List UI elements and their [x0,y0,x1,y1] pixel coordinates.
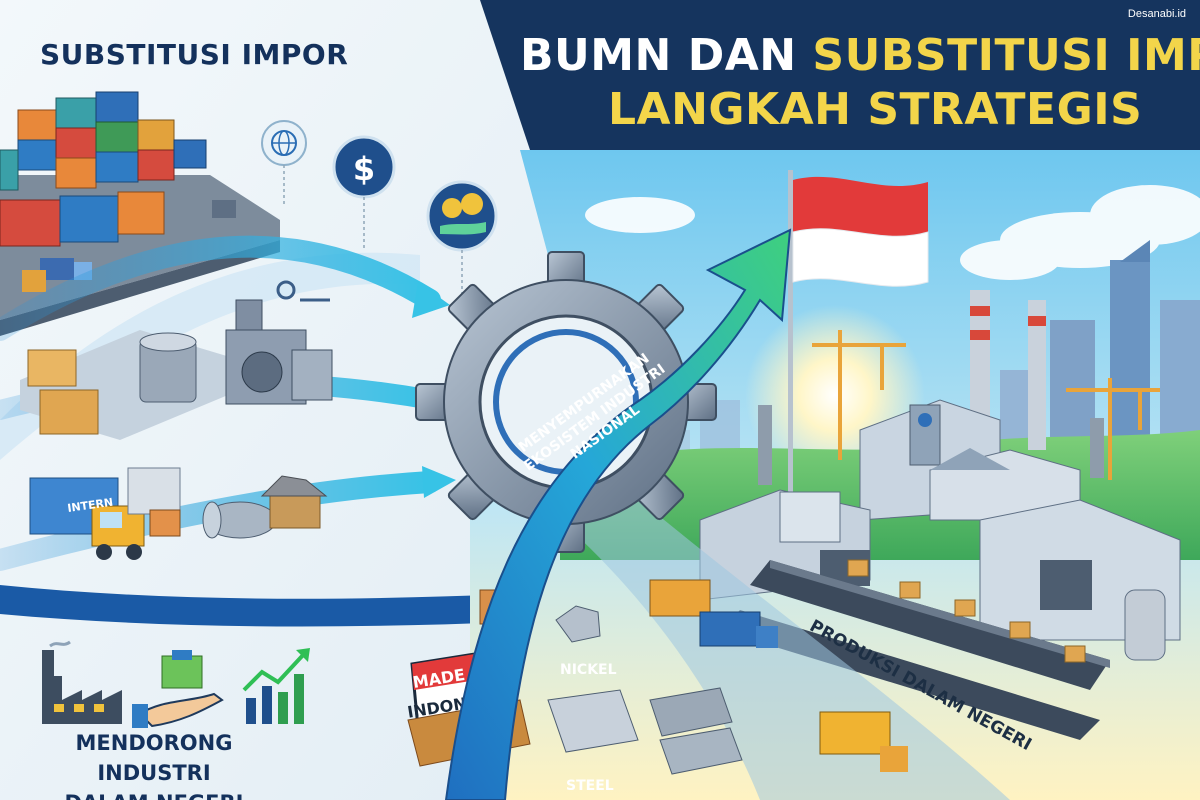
road [560,500,1010,800]
flow-arrowhead-top [412,282,450,318]
conveyor-boxes [847,559,1086,663]
factory-icon [42,640,122,724]
main-title-white: BUMN DAN [520,30,813,81]
main-title-line1: BUMN DAN SUBSTITUSI IMPOR: [520,30,1200,81]
flow-arrowhead-bottom [422,466,456,498]
machinery-cluster [20,280,333,440]
smokestacks [758,290,1104,485]
construction-cranes [812,330,1160,480]
clouds [585,185,1200,280]
box-hand-icon [132,650,224,728]
bottom-left-line2: DALAM NEGERI [38,788,270,800]
growth-chart-icon [242,648,310,724]
bottom-left-caption: MENDORONG INDUSTRI DALAM NEGERI [38,728,270,800]
main-title-line2: LANGKAH STRATEGIS [608,84,1143,135]
left-bottom-band [0,585,600,627]
money-bags-hand-icon [426,180,498,252]
logistics-cluster [29,467,328,560]
trucks [649,579,908,772]
svg-text:$: $ [353,150,375,188]
nickel-label: NICKEL [560,662,617,678]
left-title: SUBSTITUSI IMPOR [40,38,349,71]
growth-arrow [444,228,792,800]
title-banner [480,0,1200,150]
steel-label: STEEL [566,778,614,794]
bottom-left-line1: MENDORONG INDUSTRI [75,731,233,785]
indonesian-flag [788,170,929,500]
dollar-icon: $ [332,135,396,199]
container-label: INTERN [67,496,114,515]
factory-buildings [699,399,1181,661]
flow-arrow-top [0,235,441,341]
main-title-yellow: SUBSTITUSI IMPOR: [812,30,1200,81]
credit-watermark: Desanabi.id [1127,8,1186,20]
globe-icon [261,120,307,166]
